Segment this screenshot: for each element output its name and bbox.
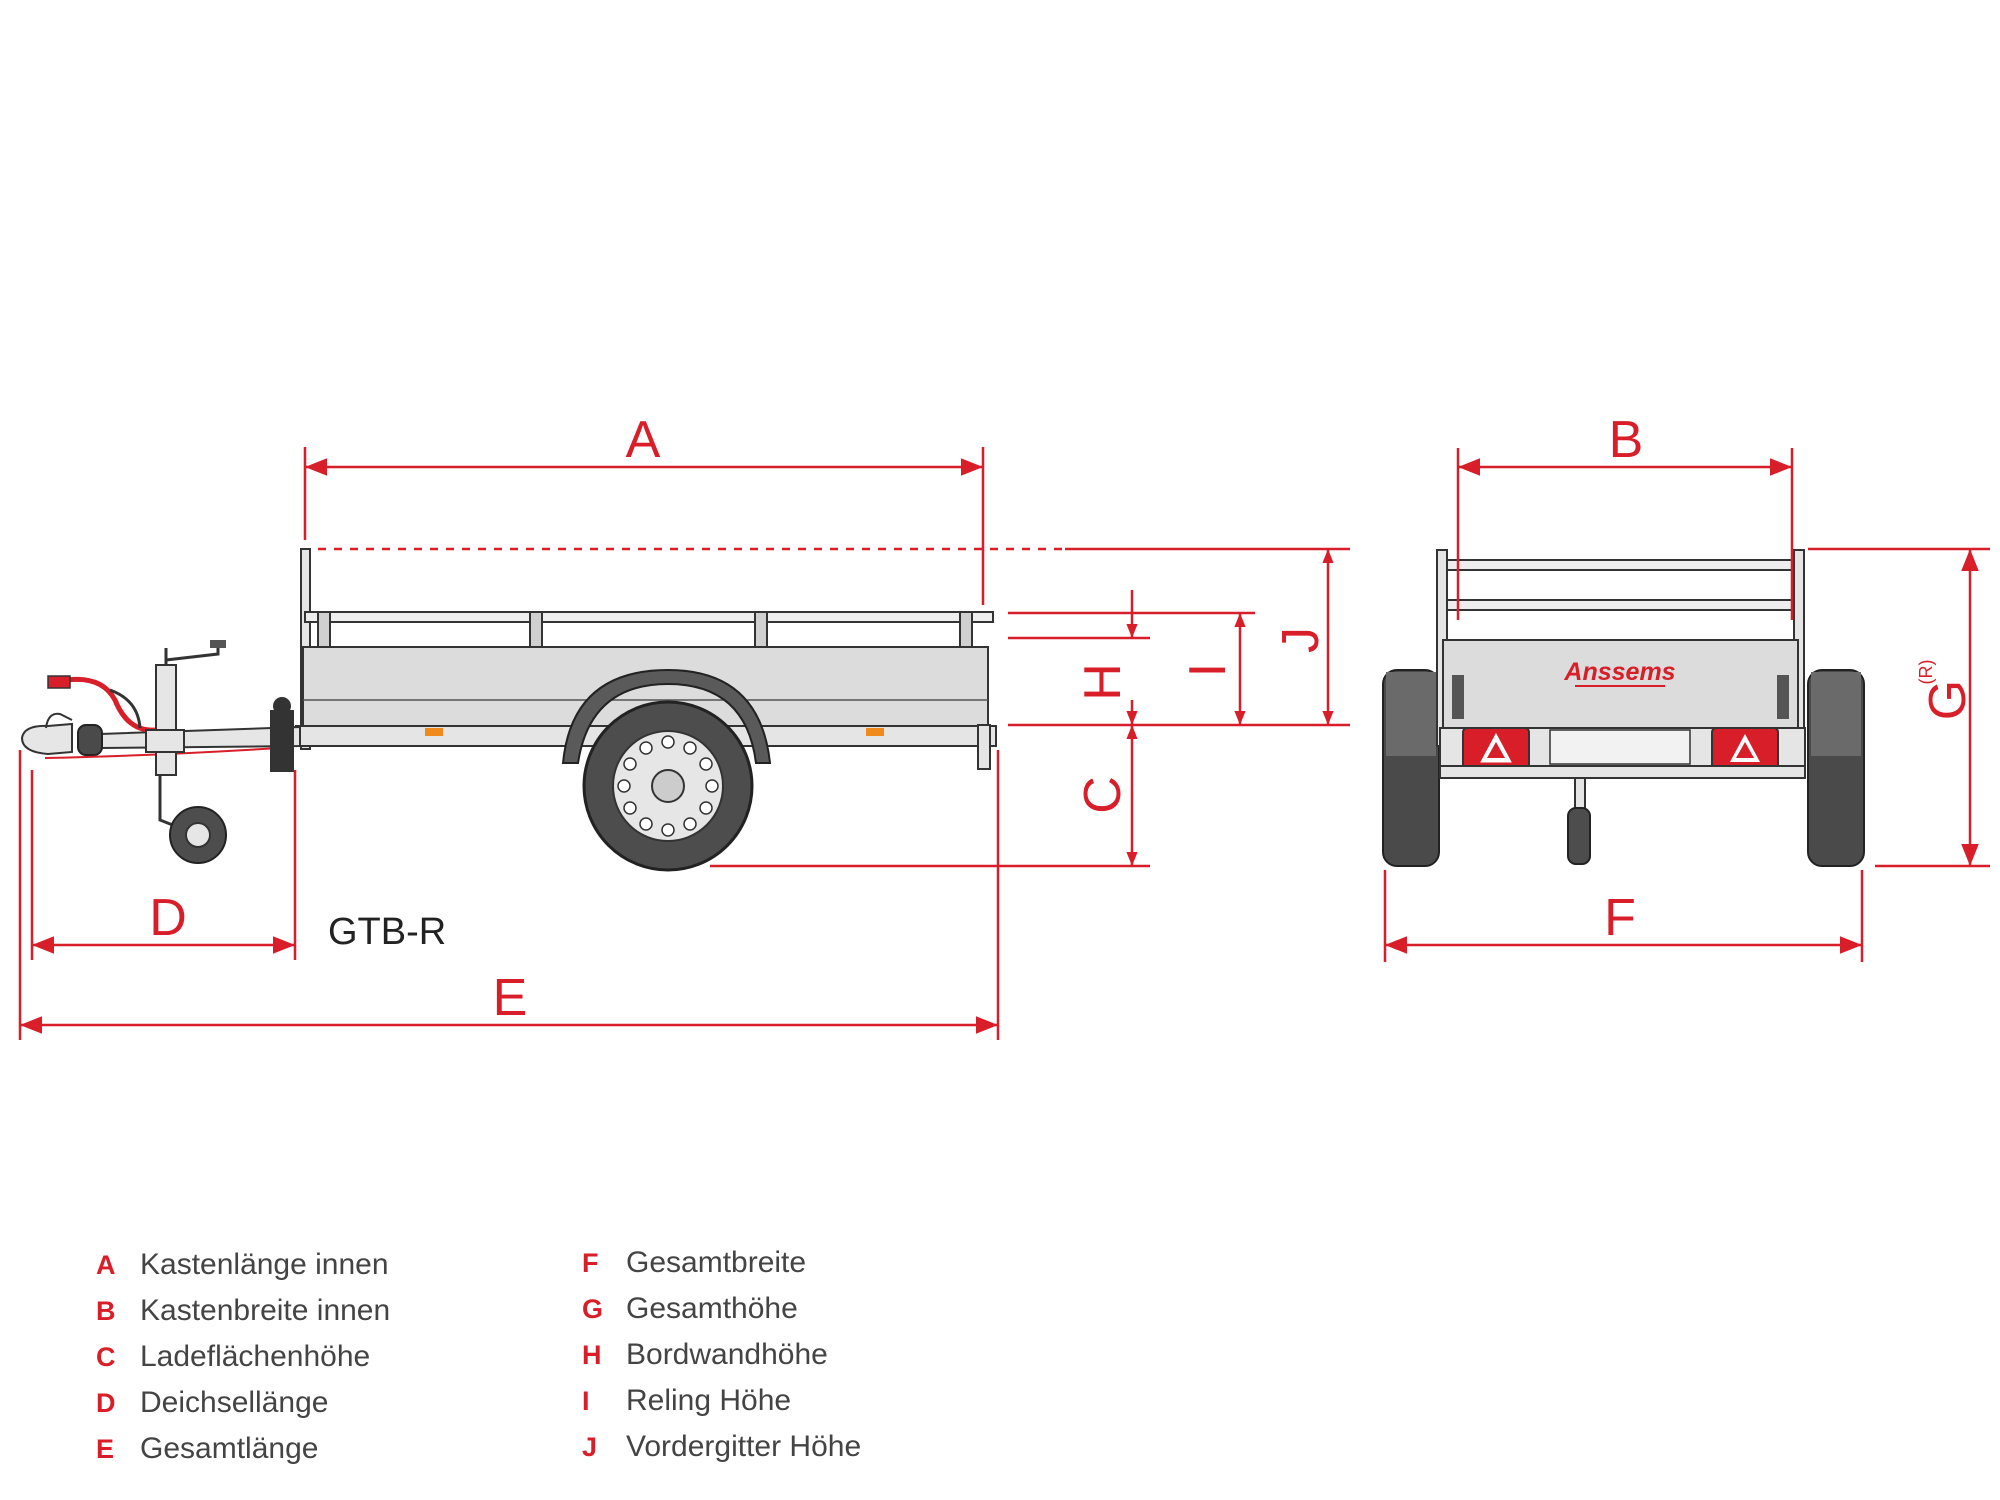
dim-label-g-superscript: (R): [1916, 660, 1936, 685]
legend-letter: A: [96, 1249, 116, 1280]
tailboard: [1442, 639, 1799, 736]
legend-letter: D: [96, 1387, 116, 1418]
legend-item-i: I Reling Höhe: [582, 1378, 861, 1424]
dim-label-a: A: [626, 411, 661, 469]
legend-label: Gesamtlänge: [140, 1432, 319, 1465]
legend-right: F Gesamtbreite G Gesamthöhe H Bordwandhö…: [582, 1240, 861, 1470]
legend-letter: J: [582, 1431, 598, 1462]
dim-label-c: C: [1074, 776, 1132, 814]
rear-railing: [1446, 559, 1795, 571]
legend-item-f: F Gesamtbreite: [582, 1240, 861, 1286]
rear-jockey-wheel: [1567, 807, 1591, 865]
brand-logo: Anssems: [1563, 658, 1675, 686]
legend-letter: F: [582, 1247, 599, 1278]
legend-item-d: D Deichsellänge: [96, 1380, 390, 1426]
legend-item-e: E Gesamtlänge: [96, 1426, 390, 1472]
dim-label-h: H: [1074, 663, 1132, 701]
dim-label-f: F: [1604, 889, 1636, 947]
rear-view: Anssems: [1382, 549, 1865, 867]
legend-letter: G: [582, 1293, 604, 1324]
legend-item-a: A Kastenlänge innen: [96, 1242, 390, 1288]
legend-label: Bordwandhöhe: [626, 1338, 828, 1371]
jockey-support: [155, 664, 177, 776]
legend-label: Kastenlänge innen: [140, 1248, 389, 1281]
license-plate-holder: [1549, 729, 1691, 765]
legend-label: Gesamtbreite: [626, 1246, 807, 1279]
legend-label: Kastenbreite innen: [140, 1294, 391, 1327]
dim-label-g: G: [1919, 680, 1977, 720]
legend-label: Reling Höhe: [626, 1384, 792, 1417]
legend-item-b: B Kastenbreite innen: [96, 1288, 390, 1334]
mudguard: [561, 668, 772, 764]
legend-label: Vordergitter Höhe: [626, 1430, 862, 1463]
dim-label-i: I: [1179, 663, 1237, 677]
side-rail: [304, 611, 994, 623]
brake-housing: [270, 710, 294, 772]
dim-label-d: D: [149, 889, 187, 947]
legend-item-h: H Bordwandhöhe: [582, 1332, 861, 1378]
legend-letter: H: [582, 1339, 602, 1370]
dim-label-e: E: [493, 969, 528, 1027]
legend-left: A Kastenlänge innen B Kastenbreite innen…: [96, 1242, 390, 1472]
dim-label-b: B: [1609, 411, 1644, 469]
legend-item-g: G Gesamthöhe: [582, 1286, 861, 1332]
legend-label: Deichsellänge: [140, 1386, 329, 1419]
legend-item-c: C Ladeflächenhöhe: [96, 1334, 390, 1380]
side-view: [20, 548, 997, 872]
legend-letter: B: [96, 1295, 116, 1326]
legend-letter: C: [96, 1341, 116, 1372]
legend-item-j: J Vordergitter Höhe: [582, 1424, 861, 1470]
dimension-lines: [18, 447, 1990, 1040]
dim-label-j: J: [1272, 627, 1330, 653]
model-name: GTB-R: [328, 911, 446, 953]
legend-label: Gesamthöhe: [626, 1292, 798, 1325]
legend-letter: I: [582, 1385, 590, 1416]
coupling-head: [20, 722, 73, 756]
legend-label: Ladeflächenhöhe: [140, 1340, 371, 1373]
legend-letter: E: [96, 1433, 115, 1464]
